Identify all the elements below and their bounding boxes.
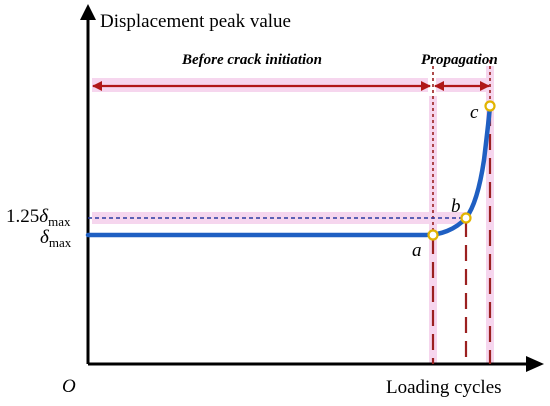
point-c-marker — [484, 100, 496, 112]
y-axis-label: Displacement peak value — [100, 11, 291, 32]
level-high-coef: 1.25 — [6, 206, 39, 227]
level-high-sub: max — [48, 214, 71, 229]
point-a-label: a — [412, 240, 422, 261]
origin-label: O — [62, 376, 76, 397]
level-high-symbol: δ — [39, 206, 49, 227]
level-max-sub: max — [49, 235, 72, 250]
point-c-label: c — [470, 102, 479, 123]
phase-propagation-label: Propagation — [421, 52, 498, 68]
level-max-label: δmax — [40, 227, 72, 250]
x-axis-label: Loading cycles — [386, 377, 502, 398]
level-max-symbol: δ — [40, 227, 50, 248]
point-a-marker — [427, 229, 439, 241]
y-axis-arrowhead — [80, 4, 96, 20]
x-axis-arrowhead — [526, 356, 544, 372]
point-b-marker — [460, 212, 472, 224]
displacement-curve — [85, 103, 493, 238]
phase-before-label: Before crack initiation — [181, 52, 322, 68]
level-high-label: 1.25δmax — [6, 206, 71, 229]
point-b-label: b — [451, 196, 461, 217]
